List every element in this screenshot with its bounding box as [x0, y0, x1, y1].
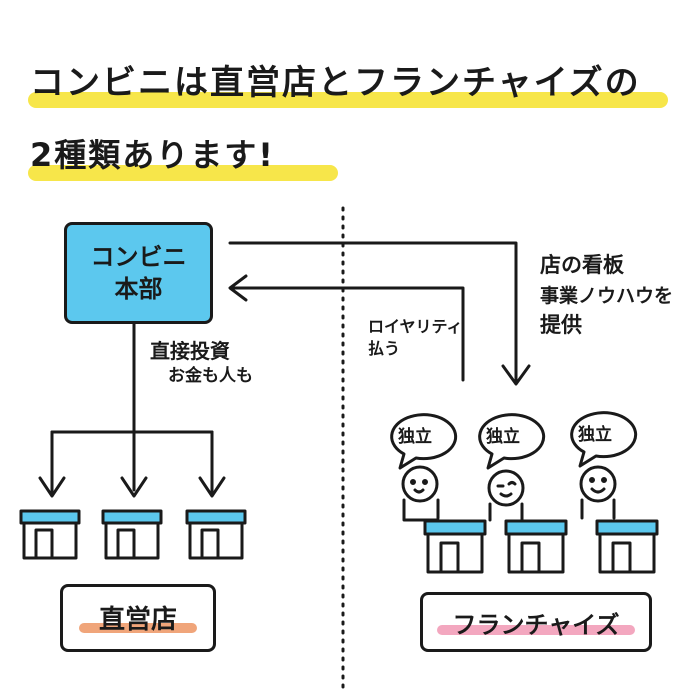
- bubble-text: 独立: [398, 426, 432, 447]
- direct-store-houses: [19, 509, 247, 560]
- provide-line-1: 店の看板: [540, 253, 624, 277]
- provide-arrow-head: [501, 364, 531, 386]
- arrow-head-left: [38, 476, 66, 498]
- royalty-arrow-head: [228, 274, 248, 302]
- direct-store-underline: [79, 623, 197, 633]
- title-line-2: 2種類あります!: [30, 136, 275, 174]
- royalty-label: ロイヤリティ 払う: [368, 316, 463, 359]
- direct-store-label: 直営店: [98, 605, 177, 635]
- franchise-owners: [390, 411, 638, 522]
- headquarters-box: コンビニ 本部: [64, 222, 213, 324]
- headquarters-line-1: コンビニ: [90, 242, 187, 271]
- store-house: [19, 509, 81, 560]
- royalty-line-2: 払う: [368, 338, 401, 358]
- title-highlight-2: [28, 165, 338, 181]
- title-line-1: コンビニは直営店とフランチャイズの: [30, 63, 641, 103]
- provide-line-3: 提供: [540, 313, 582, 337]
- provide-label: 店の看板 事業ノウハウを 提供: [540, 250, 673, 342]
- store-house: [423, 519, 487, 574]
- speech-bubble: [570, 411, 638, 468]
- direct-investment-line-2: お金も人も: [168, 366, 253, 386]
- owner-person: [487, 469, 525, 522]
- owner-person: [401, 465, 440, 522]
- direct-investment-label: 直接投資 お金も人も: [150, 338, 253, 388]
- bubble-text: 独立: [578, 424, 612, 445]
- franchise-label: フランチャイズ: [452, 611, 620, 639]
- arrow-head-right: [198, 476, 226, 498]
- franchise-store-houses: [423, 519, 659, 574]
- royalty-arrow-line: [230, 286, 465, 382]
- arrow-head-mid: [120, 476, 148, 498]
- bubble-text: 独立: [486, 426, 520, 447]
- direct-store-box: 直営店: [60, 584, 216, 652]
- headquarters-line-2: 本部: [114, 275, 163, 303]
- speech-bubble: [478, 413, 546, 470]
- provide-arrow-line: [228, 241, 518, 382]
- speech-bubble: [390, 413, 458, 470]
- title-highlight-1: [28, 92, 668, 108]
- franchise-underline: [437, 625, 635, 635]
- provide-line-2: 事業ノウハウを: [540, 284, 674, 307]
- direct-investment-line-1: 直接投資: [150, 339, 230, 363]
- store-house: [595, 519, 659, 574]
- royalty-line-1: ロイヤリティ: [368, 317, 463, 336]
- franchise-box: フランチャイズ: [420, 592, 652, 652]
- owner-person: [579, 465, 617, 520]
- store-house: [504, 519, 568, 574]
- store-house: [101, 509, 163, 560]
- store-house: [185, 509, 247, 560]
